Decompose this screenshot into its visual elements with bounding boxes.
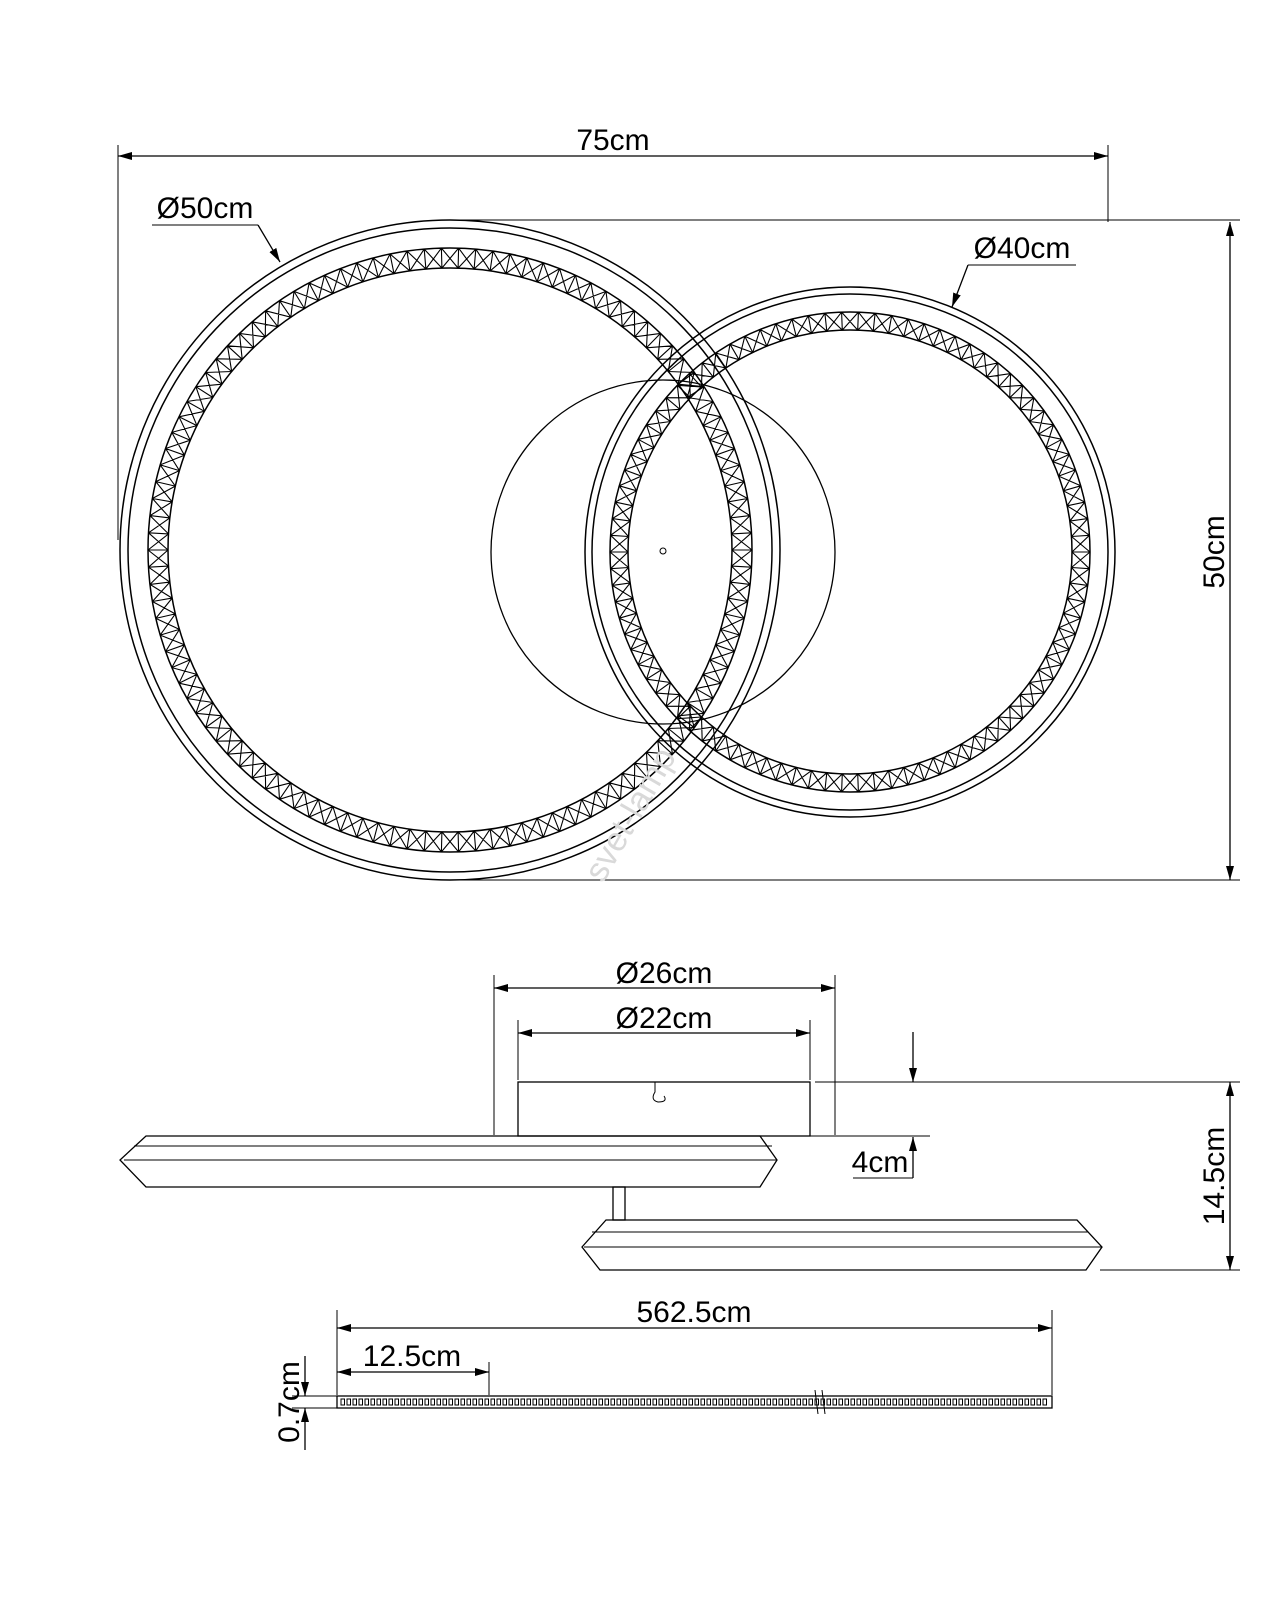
large-ring — [119, 219, 781, 881]
led-strip-cells — [340, 1398, 1047, 1406]
led-strip-view: 562.5cm 12.5cm 0.7cm — [273, 1296, 1053, 1450]
small-ring — [584, 286, 1116, 818]
strip-length-label: 562.5cm — [636, 1296, 751, 1329]
canopy-inner-diameter-label: Ø22cm — [616, 1002, 713, 1035]
center-mark — [659, 547, 667, 555]
crystal-pattern — [609, 311, 1091, 793]
strip-segment-label: 12.5cm — [363, 1340, 461, 1373]
large-ring-leader — [257, 224, 281, 263]
small-ring-leader — [951, 264, 969, 308]
small-ring-diameter-label: Ø40cm — [974, 232, 1071, 265]
canopy-screw — [652, 1082, 666, 1103]
thickness-label: 4cm — [852, 1146, 909, 1179]
crystal-pattern — [147, 247, 753, 853]
watermark: svet-lamp — [577, 741, 684, 888]
top-view: 75cm 50cm Ø50cm Ø40cm — [117, 124, 1240, 888]
strip-break-mark — [814, 1389, 826, 1415]
strip-height-label: 0.7cm — [273, 1361, 306, 1443]
total-height-label: 14.5cm — [1198, 1127, 1231, 1225]
canopy-body — [517, 1081, 811, 1137]
large-ring-profile — [119, 1135, 778, 1188]
connector-rod — [612, 1186, 626, 1221]
height-label: 50cm — [1198, 515, 1231, 588]
led-chip — [340, 1398, 1047, 1406]
width-label: 75cm — [576, 124, 649, 157]
side-view: Ø26cm Ø22cm 14.5cm 4cm — [119, 957, 1240, 1271]
large-ring-diameter-label: Ø50cm — [157, 192, 254, 225]
small-ring-profile — [581, 1219, 1103, 1271]
canopy-outer-diameter-label: Ø26cm — [616, 957, 713, 990]
led-strip — [336, 1395, 1053, 1409]
canopy-disc — [490, 379, 836, 725]
